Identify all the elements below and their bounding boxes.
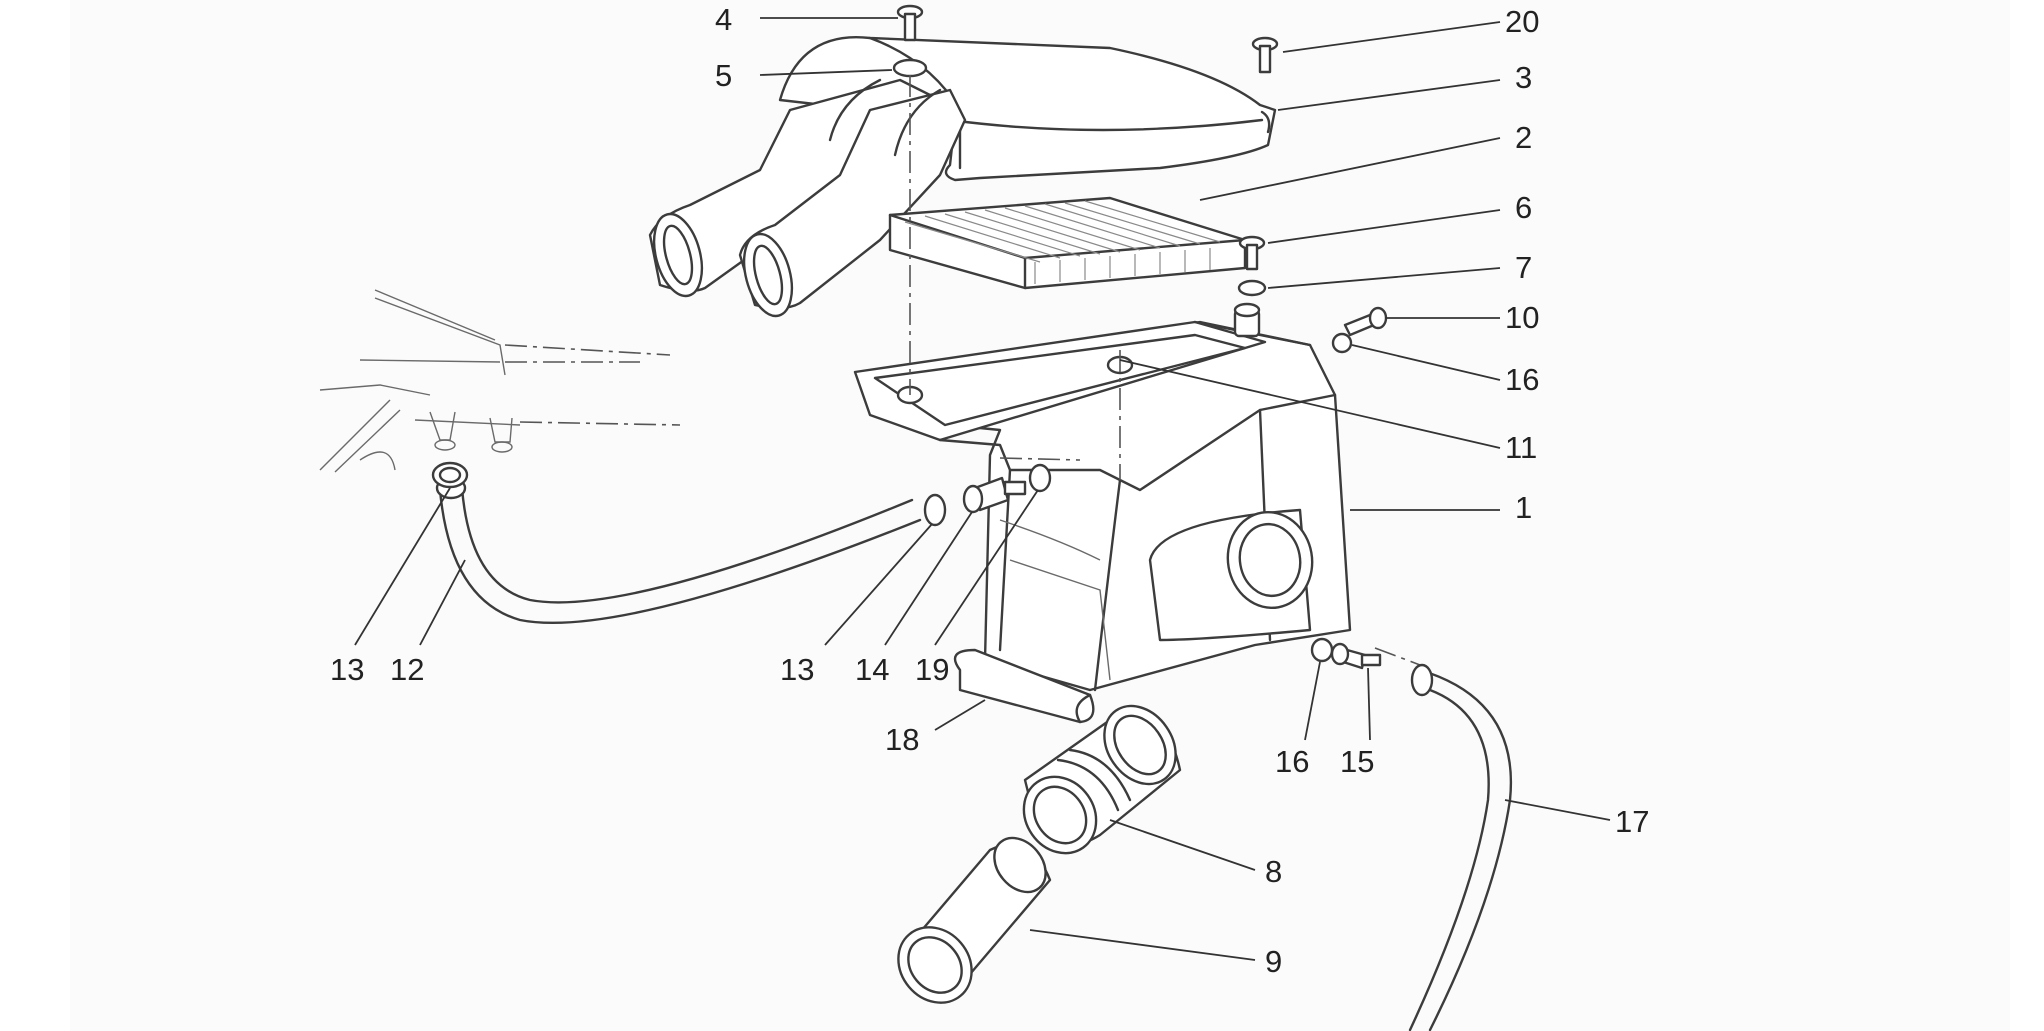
callout-7: 7 (1515, 250, 1532, 285)
callout-leader-lines (354, 17, 1611, 961)
intake-tube-9 (897, 836, 1052, 1004)
drain-washer-16-lower (1310, 637, 1334, 663)
callout-labels: 4 5 20 3 2 6 7 10 16 11 1 13 12 13 14 19… (330, 2, 1649, 979)
heat-shield-18 (953, 648, 1095, 724)
hose-clamp-13-left (431, 461, 469, 489)
callout-2: 2 (1515, 120, 1532, 155)
airbox-housing (853, 320, 1352, 692)
filter-screw-6 (1238, 235, 1266, 271)
grommet-11 (1233, 302, 1261, 338)
callout-10: 10 (1505, 300, 1539, 335)
cover-screw-20 (1251, 36, 1279, 74)
callout-1: 1 (1515, 490, 1532, 525)
fitting-washer-19 (1028, 463, 1052, 493)
callout-8: 8 (1265, 854, 1282, 889)
callout-19: 19 (915, 652, 949, 687)
callout-6: 6 (1515, 190, 1532, 225)
inlet-sleeve-8 (1022, 704, 1182, 855)
callout-4: 4 (715, 2, 732, 37)
callout-20: 20 (1505, 4, 1539, 39)
callout-3: 3 (1515, 60, 1532, 95)
callout-5: 5 (715, 58, 732, 93)
breather-fitting-14 (962, 476, 1027, 514)
cover-screw-4 (896, 4, 924, 42)
cover-washer-5 (892, 58, 928, 78)
callout-11: 11 (1505, 430, 1537, 465)
assembly-axis-lines (909, 75, 1421, 666)
frame-context-sketch (319, 289, 681, 473)
callout-9: 9 (1265, 944, 1282, 979)
callout-16-upper: 16 (1505, 362, 1539, 397)
callout-15: 15 (1340, 744, 1374, 779)
callout-16-lower: 16 (1275, 744, 1309, 779)
callout-13-mid: 13 (780, 652, 814, 687)
callout-17: 17 (1615, 804, 1649, 839)
callout-18: 18 (885, 722, 919, 757)
drain-fitting-15 (1330, 642, 1382, 670)
callout-13-left: 13 (330, 652, 364, 687)
filter-washer-7 (1237, 279, 1267, 297)
callout-14: 14 (855, 652, 889, 687)
callout-12: 12 (390, 652, 424, 687)
hose-clamp-13-right (923, 493, 947, 527)
air-filter-element (888, 196, 1247, 290)
side-screw-10 (1343, 306, 1388, 337)
side-washer-16-upper (1331, 332, 1353, 354)
